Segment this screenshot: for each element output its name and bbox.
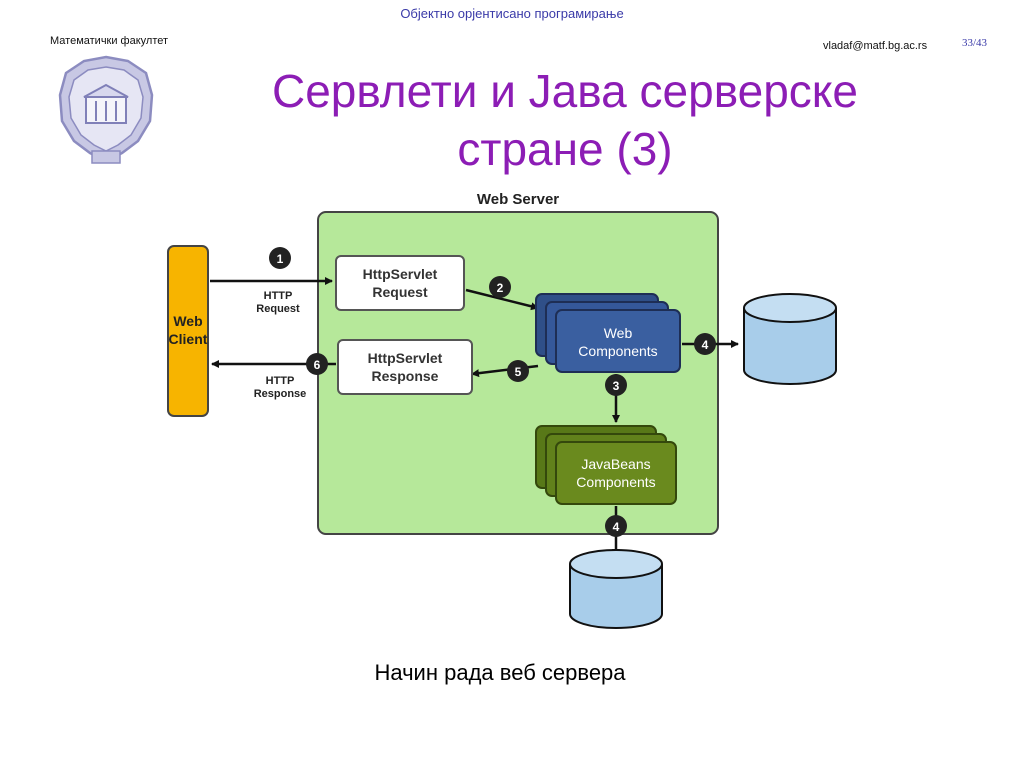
http-servlet-request-label-line-2: Request: [372, 284, 428, 300]
web-components-box: [555, 309, 681, 373]
page-number: 33/43: [962, 37, 988, 49]
slide-title-line-2: стране (3): [457, 123, 673, 175]
http-request-label-line-1: HTTP: [264, 290, 293, 302]
step-2-label: 2: [497, 281, 504, 295]
web-server-diagram: Web Server Web Client 1 HTTP Request Htt…: [167, 191, 837, 629]
database-bottom: [569, 549, 663, 629]
step-5-marker: [507, 360, 529, 382]
step-6-label: 6: [314, 358, 321, 372]
web-components-label-line-1: Web: [604, 325, 633, 341]
http-servlet-response-label-line-2: Response: [372, 368, 439, 384]
javabeans-components-box: [555, 441, 677, 505]
step-1-marker: [269, 247, 291, 269]
step-4-label-right: 4: [702, 338, 709, 352]
faculty-name: Математички факултет: [50, 35, 169, 47]
step-3-marker: [605, 374, 627, 396]
step-6-marker: [306, 353, 328, 375]
slide-title: Сервлети и Јава серверске стране (3): [200, 62, 930, 178]
web-client-label-line-2: Client: [169, 331, 208, 347]
step-5-label: 5: [515, 365, 522, 379]
http-servlet-request-label-line-1: HttpServlet: [363, 266, 438, 282]
step-2-marker: [489, 276, 511, 298]
step-4-label-down: 4: [613, 520, 620, 534]
web-components-label-line-2: Components: [578, 343, 657, 359]
step-3-label: 3: [613, 379, 620, 393]
web-client-box: [167, 245, 209, 417]
http-servlet-response-label-line-1: HttpServlet: [368, 350, 443, 366]
step-2-arrow: [465, 288, 539, 311]
author-email: vladaf@matf.bg.ac.rs: [823, 40, 928, 52]
javabeans-label-line-2: Components: [576, 474, 655, 490]
http-request-label-line-2: Request: [256, 303, 300, 315]
web-client-label-line-1: Web: [173, 313, 202, 329]
database-right: [743, 293, 837, 385]
diagram-caption: Начин рада веб сервера: [374, 660, 626, 685]
faculty-logo: [58, 55, 154, 164]
web-server-label: Web Server: [477, 191, 559, 208]
http-response-label-line-2: Response: [254, 388, 307, 400]
javabeans-label-line-1: JavaBeans: [581, 456, 650, 472]
step-1-label: 1: [277, 252, 284, 266]
http-response-label-line-1: HTTP: [266, 375, 295, 387]
step-4-marker-right: [694, 333, 716, 355]
course-title: Објектно орјентисано програмирање: [400, 6, 624, 21]
slide-title-line-1: Сервлети и Јава серверске: [271, 65, 859, 117]
http-servlet-request-box: [335, 255, 465, 311]
http-servlet-response-box: [337, 339, 473, 395]
step-4-marker-down: [605, 515, 627, 537]
